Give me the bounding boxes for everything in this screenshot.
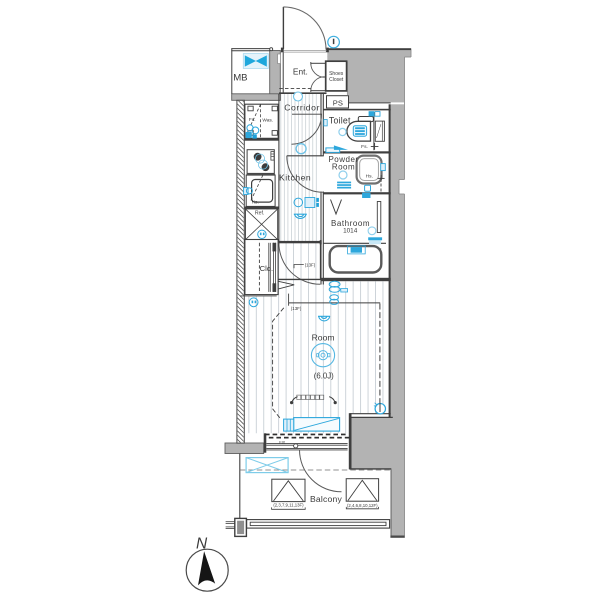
- svg-text:Ref.: Ref.: [255, 211, 265, 217]
- svg-text:(2,4,6,8,10,12F): (2,4,6,8,10,12F): [347, 503, 378, 508]
- svg-text:Fs.: Fs.: [361, 144, 368, 150]
- svg-text:Corridor: Corridor: [284, 102, 320, 112]
- svg-text:Fs.: Fs.: [249, 117, 256, 123]
- svg-text:Room: Room: [312, 332, 335, 342]
- svg-text:Toilet: Toilet: [329, 115, 351, 125]
- svg-text:Hs.: Hs.: [366, 174, 373, 180]
- svg-text:MB: MB: [233, 72, 247, 83]
- svg-text:(13F): (13F): [305, 263, 316, 268]
- svg-text:1014: 1014: [343, 227, 358, 234]
- svg-text:Kitchen: Kitchen: [279, 172, 311, 182]
- svg-text:(2,3,7,9,11,13F): (2,3,7,9,11,13F): [273, 503, 304, 508]
- svg-text:Balcony: Balcony: [310, 494, 342, 504]
- svg-text:Ent.: Ent.: [293, 66, 308, 76]
- svg-text:N: N: [196, 535, 208, 552]
- svg-text:Shoes: Shoes: [329, 71, 344, 77]
- svg-text:(6.0J): (6.0J): [314, 372, 334, 381]
- svg-text:Closet: Closet: [329, 77, 344, 83]
- svg-text:PS: PS: [333, 98, 343, 107]
- svg-text:Was.: Was.: [262, 118, 273, 124]
- svg-text:Bathroom: Bathroom: [331, 219, 370, 228]
- svg-text:Room: Room: [332, 162, 355, 171]
- svg-text:Hs.: Hs.: [252, 200, 259, 206]
- svg-text:Powder: Powder: [328, 155, 358, 164]
- svg-text:(13F): (13F): [291, 306, 302, 311]
- svg-text:FIX: FIX: [279, 440, 285, 444]
- svg-text:Clo.: Clo.: [260, 264, 274, 273]
